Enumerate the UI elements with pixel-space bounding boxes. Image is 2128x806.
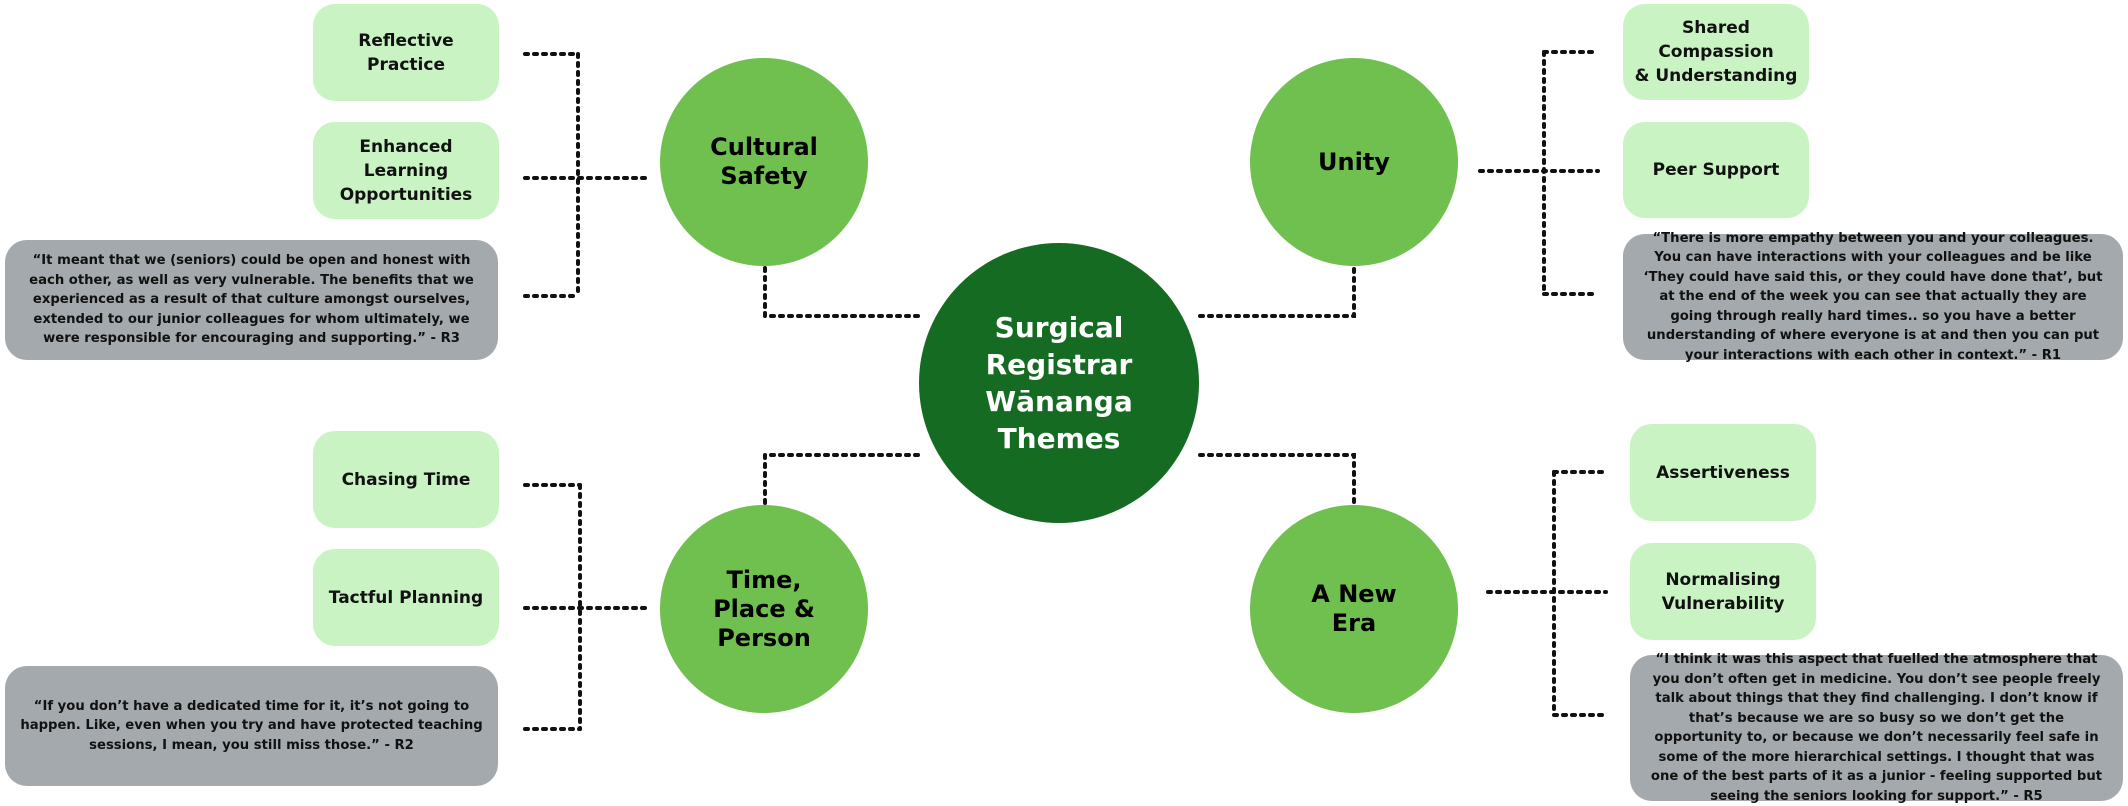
subtheme-shared-compassion: Shared Compassion & Understanding bbox=[1623, 4, 1809, 100]
subtheme-peer-support: Peer Support bbox=[1623, 122, 1809, 218]
subtheme-label: Normalising Vulnerability bbox=[1661, 569, 1785, 614]
theme-unity: Unity bbox=[1250, 58, 1458, 266]
quote-r2: “If you don’t have a dedicated time for … bbox=[5, 666, 498, 786]
theme-label: Cultural Safety bbox=[710, 133, 818, 190]
center-node: Surgical Registrar Wānanga Themes bbox=[919, 243, 1199, 523]
quote-r5: “I think it was this aspect that fuelled… bbox=[1630, 652, 2123, 804]
subtheme-normalising-vulnerability: Normalising Vulnerability bbox=[1630, 543, 1816, 640]
theme-label: A New Era bbox=[1311, 580, 1397, 637]
subtheme-label: Peer Support bbox=[1652, 160, 1780, 180]
theme-cultural-safety: Cultural Safety bbox=[660, 58, 868, 266]
center-label: Surgical Registrar Wānanga Themes bbox=[985, 311, 1133, 455]
quote-r3: “It meant that we (seniors) could be ope… bbox=[5, 240, 498, 360]
subtheme-assertiveness: Assertiveness bbox=[1630, 424, 1816, 521]
quote-text: “It meant that we (seniors) could be ope… bbox=[29, 253, 474, 347]
subtheme-chasing-time: Chasing Time bbox=[313, 431, 499, 528]
theme-time-place-person: Time, Place & Person bbox=[660, 505, 868, 713]
theme-new-era: A New Era bbox=[1250, 505, 1458, 713]
quote-text: “If you don’t have a dedicated time for … bbox=[20, 698, 483, 753]
subtheme-tactful-planning: Tactful Planning bbox=[313, 549, 499, 646]
theme-label: Time, Place & Person bbox=[713, 565, 815, 652]
subtheme-label: Chasing Time bbox=[341, 469, 471, 490]
subtheme-label: Enhanced Learning Opportunities bbox=[339, 136, 473, 205]
quote-r1: “There is more empathy between you and y… bbox=[1623, 231, 2123, 363]
subtheme-reflective-practice: Reflective Practice bbox=[313, 4, 499, 101]
subtheme-label: Reflective Practice bbox=[358, 30, 454, 75]
quote-text: “I think it was this aspect that fuelled… bbox=[1650, 652, 2103, 804]
subtheme-label: Shared Compassion & Understanding bbox=[1634, 18, 1798, 86]
quote-text: “There is more empathy between you and y… bbox=[1643, 230, 2103, 363]
theme-label: Unity bbox=[1318, 147, 1390, 176]
subtheme-label: Assertiveness bbox=[1656, 462, 1790, 483]
subtheme-label: Tactful Planning bbox=[328, 587, 484, 608]
subtheme-enhanced-learning: Enhanced Learning Opportunities bbox=[313, 122, 499, 219]
